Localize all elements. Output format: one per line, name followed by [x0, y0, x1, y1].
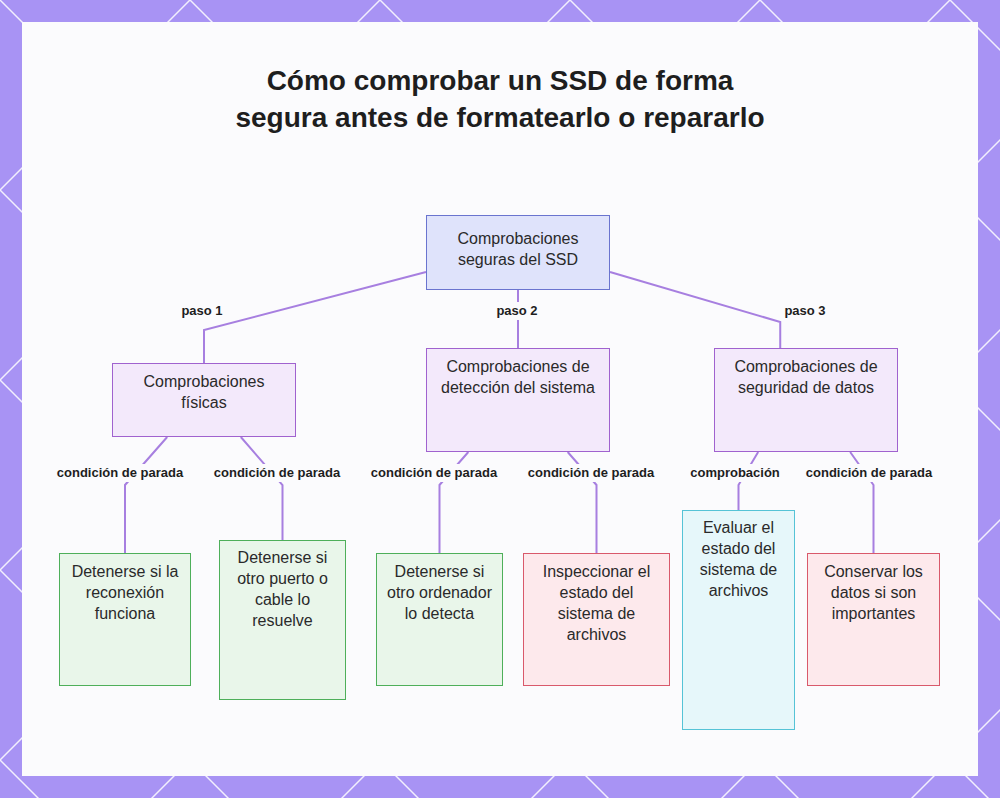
- edge-label: paso 1: [179, 302, 224, 320]
- connector-line: [125, 437, 167, 553]
- diagram-title: Cómo comprobar un SSD de forma segura an…: [230, 62, 770, 136]
- edge-label: paso 3: [782, 302, 827, 320]
- edge-label: paso 2: [494, 302, 539, 320]
- node-text: Evaluar el estado del sistema de archivo…: [691, 517, 786, 601]
- action-box: Conservar los datos si son importantes: [807, 553, 940, 686]
- step-box: Comprobaciones de detección del sistema: [426, 348, 610, 452]
- node-text: Inspeccionar el estado del sistema de ar…: [532, 561, 661, 645]
- stop-condition-box: Detenerse si otro ordenador lo detecta: [376, 553, 503, 686]
- edge-label: comprobación: [688, 464, 782, 482]
- node-text: Conservar los datos si son importantes: [816, 561, 931, 624]
- connector-line: [610, 272, 780, 348]
- connector-line: [204, 272, 426, 363]
- node-text: Comprobaciones seguras del SSD: [435, 228, 601, 270]
- node-text: Detenerse si otro puerto o cable lo resu…: [228, 547, 337, 631]
- edge-label: condición de parada: [212, 464, 342, 482]
- edge-label: condición de parada: [369, 464, 499, 482]
- node-text: Detenerse si la reconexión funciona: [68, 561, 182, 624]
- node-text: Comprobaciones físicas: [121, 371, 287, 413]
- root-box: Comprobaciones seguras del SSD: [426, 215, 610, 290]
- node-text: Comprobaciones de detección del sistema: [435, 356, 601, 398]
- stop-condition-box: Detenerse si la reconexión funciona: [59, 553, 191, 686]
- edge-label: condición de parada: [804, 464, 934, 482]
- node-text: Detenerse si otro ordenador lo detecta: [385, 561, 494, 624]
- node-text: Comprobaciones de seguridad de datos: [723, 356, 889, 398]
- edge-label: condición de parada: [55, 464, 185, 482]
- action-box: Inspeccionar el estado del sistema de ar…: [523, 553, 670, 686]
- connector-line: [241, 437, 283, 540]
- step-box: Comprobaciones de seguridad de datos: [714, 348, 898, 452]
- stop-condition-box: Detenerse si otro puerto o cable lo resu…: [219, 540, 346, 700]
- edge-label: condición de parada: [526, 464, 656, 482]
- step-box: Comprobaciones físicas: [112, 363, 296, 437]
- check-box: Evaluar el estado del sistema de archivo…: [682, 510, 795, 730]
